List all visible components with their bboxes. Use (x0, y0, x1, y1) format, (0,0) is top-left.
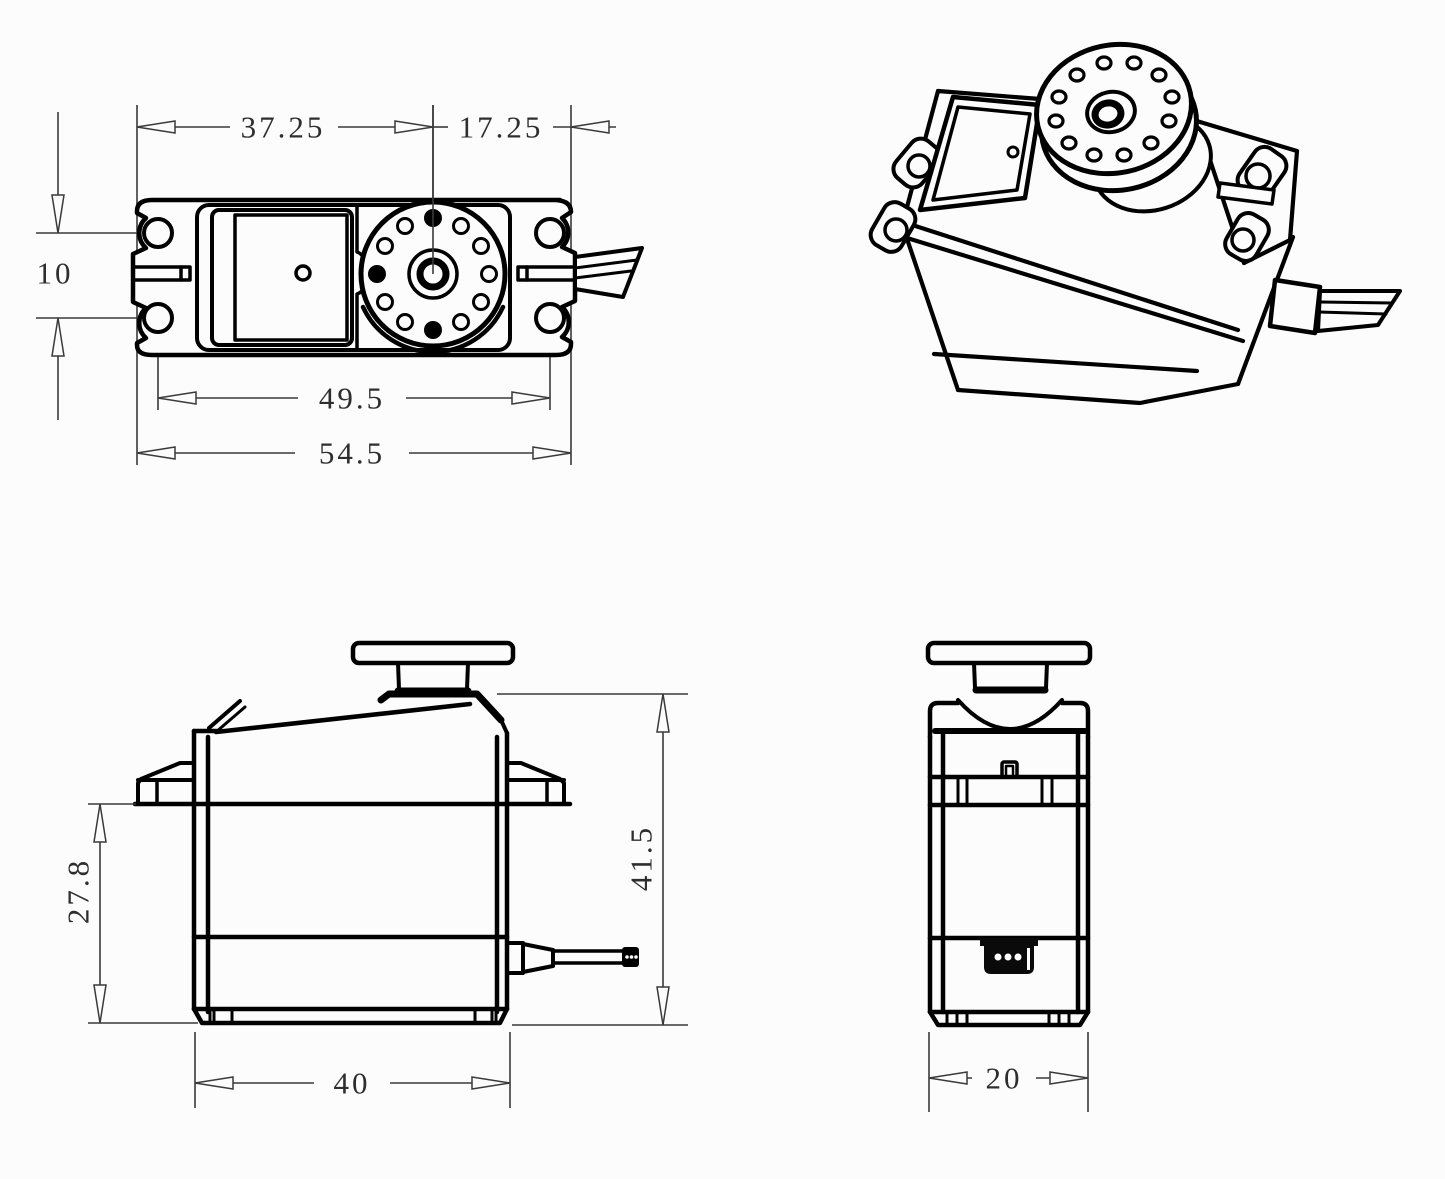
front-top-nub (1000, 760, 1019, 779)
iso-right-tabs (1216, 144, 1289, 264)
side-top-cap (191, 690, 509, 735)
flange-edge-slots (131, 265, 577, 282)
horn-holes (368, 209, 498, 339)
dim-slot-offset: 10 (37, 112, 74, 420)
side-view: 27.8 41.5 40 (61, 640, 688, 1108)
dim-label-27-8: 27.8 (61, 858, 96, 924)
cable-top-view (573, 246, 644, 299)
dim-label-20: 20 (986, 1061, 1023, 1096)
front-top-band (927, 698, 1091, 740)
side-body (191, 728, 510, 1026)
case-top-outline (195, 203, 512, 352)
front-flange-ticks (956, 775, 1054, 807)
side-cable (505, 941, 639, 975)
front-connector (980, 938, 1038, 974)
side-feet-ticks (208, 1007, 498, 1025)
dim-body-length: 40 (194, 1032, 511, 1108)
iso-label-plate (917, 94, 1043, 213)
case-screw (294, 264, 312, 282)
label-plate (210, 208, 354, 347)
dim-overall-length: 54.5 (136, 436, 572, 471)
top-view: 37.25 17.25 10 49.5 (36, 105, 644, 471)
front-horn-stem (972, 661, 1049, 690)
iso-body-edges (891, 88, 1300, 406)
iso-spline-boss (1085, 89, 1137, 135)
dim-label-10: 10 (37, 256, 74, 291)
dim-label-37-25: 37.25 (241, 110, 326, 145)
dim-hole-spacing: 49.5 (157, 381, 551, 416)
dim-body-width: 20 (928, 1032, 1089, 1112)
side-flange (132, 761, 573, 807)
dim-label-41-5: 41.5 (624, 825, 659, 891)
iso-horn-holes (1047, 55, 1181, 163)
label-plate-inner (233, 213, 349, 342)
horn-rim-arc (360, 304, 506, 355)
side-horn-stem (396, 661, 470, 691)
front-feet-ticks (945, 1010, 1071, 1027)
dim-top-right-span: 17.25 (433, 110, 616, 145)
dim-lower-height: 27.8 (61, 803, 198, 1024)
dim-label-54-5: 54.5 (319, 436, 385, 471)
dim-total-height: 41.5 (497, 693, 688, 1026)
iso-cable (1267, 277, 1402, 336)
front-horn-bar (925, 640, 1093, 666)
iso-spline-shaft (1091, 99, 1125, 129)
dim-label-49-5: 49.5 (319, 381, 385, 416)
side-horn-bar (350, 640, 516, 666)
dim-label-17-25: 17.25 (459, 110, 544, 145)
isometric-view (868, 41, 1402, 406)
dim-top-left-span: 37.25 (136, 110, 434, 145)
dim-label-40: 40 (334, 1066, 371, 1101)
front-view: 20 (925, 640, 1093, 1112)
mount-holes (142, 217, 566, 334)
